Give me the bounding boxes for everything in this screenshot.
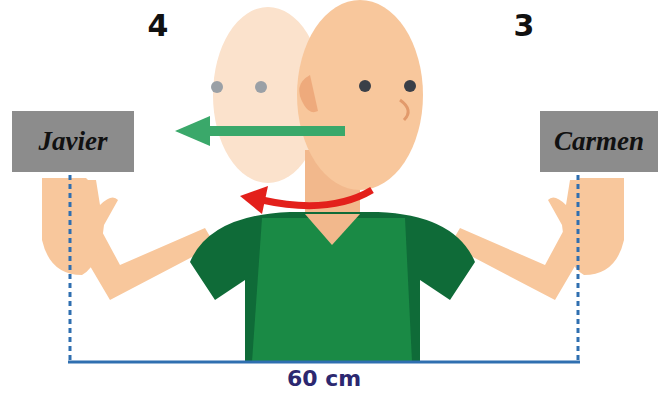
eye: [359, 80, 371, 92]
name-card: Javier: [12, 111, 134, 172]
dimension-guide: [69, 175, 72, 362]
collar: [305, 214, 360, 245]
faded-eye: [211, 81, 223, 93]
dimension-line: [68, 361, 580, 364]
right-hand: [548, 178, 624, 275]
turn-arrow: [262, 190, 372, 206]
dimension-guide: [577, 175, 580, 362]
name-card: Carmen: [540, 111, 658, 172]
ear: [299, 75, 318, 112]
turn-arrowhead: [240, 186, 268, 214]
faded-eye: [255, 81, 267, 93]
eye: [404, 80, 416, 92]
head: [297, 0, 423, 190]
card-name: Carmen: [554, 126, 644, 157]
callout-number: 4: [148, 8, 169, 43]
gaze-arrowhead: [175, 116, 210, 146]
dimension-label: 60 cm: [287, 366, 361, 391]
gaze-arrow: [205, 126, 345, 136]
left-hand: [42, 178, 118, 275]
card-name: Javier: [39, 126, 108, 157]
shirt: [190, 212, 475, 362]
callout-number: 3: [514, 8, 535, 43]
nose: [400, 100, 408, 120]
